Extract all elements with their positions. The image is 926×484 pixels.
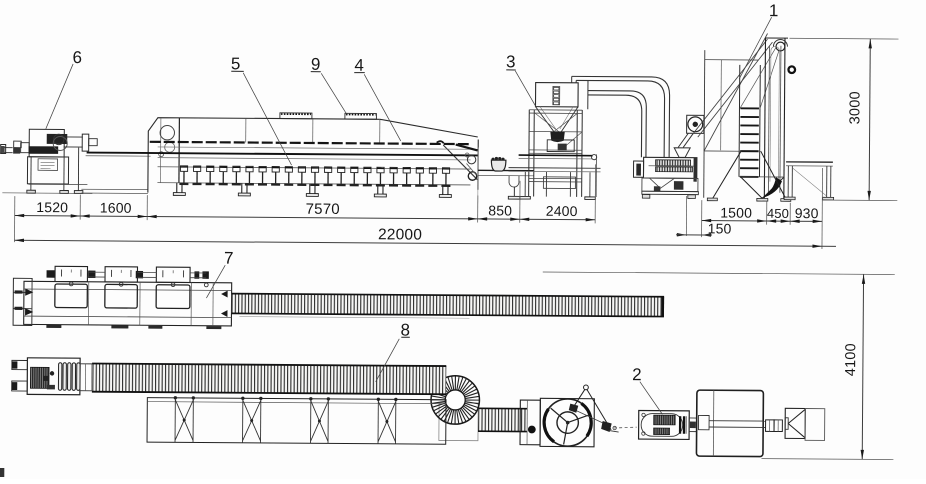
svg-text:4100: 4100 bbox=[843, 343, 859, 376]
svg-text:9: 9 bbox=[311, 55, 321, 74]
svg-text:22000: 22000 bbox=[378, 226, 422, 243]
svg-text:1500: 1500 bbox=[720, 204, 752, 220]
svg-text:850: 850 bbox=[488, 202, 512, 218]
svg-text:4: 4 bbox=[354, 56, 364, 75]
svg-text:6: 6 bbox=[72, 48, 82, 67]
svg-text:2400: 2400 bbox=[546, 203, 578, 219]
svg-text:7570: 7570 bbox=[306, 201, 340, 218]
svg-text:5: 5 bbox=[231, 54, 241, 73]
svg-text:3: 3 bbox=[506, 52, 516, 71]
svg-text:7: 7 bbox=[224, 249, 234, 268]
svg-text:1520: 1520 bbox=[36, 199, 68, 215]
svg-text:1: 1 bbox=[769, 1, 779, 20]
svg-text:3000: 3000 bbox=[847, 91, 863, 124]
svg-text:930: 930 bbox=[795, 205, 819, 221]
svg-text:2: 2 bbox=[632, 365, 642, 384]
svg-text:1600: 1600 bbox=[100, 200, 132, 216]
svg-text:8: 8 bbox=[400, 320, 410, 339]
svg-text:450: 450 bbox=[767, 206, 789, 221]
svg-text:150: 150 bbox=[708, 220, 732, 236]
